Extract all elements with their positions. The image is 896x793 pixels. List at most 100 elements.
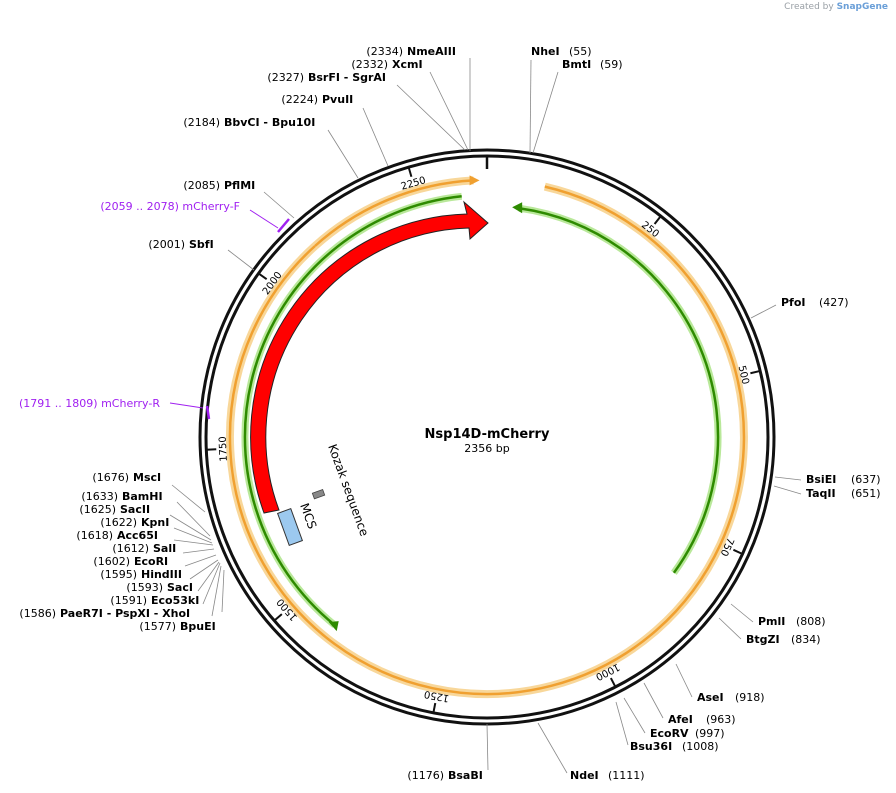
site-label-btgzi[interactable]: BtgZI(834): [746, 633, 821, 646]
site-label-asei[interactable]: AseI(918): [697, 691, 765, 704]
site-label-taqii[interactable]: TaqII(651): [806, 487, 881, 500]
site-position: (1591): [110, 594, 147, 607]
site-position: (1111): [608, 769, 645, 782]
site-leader-line: [623, 697, 646, 734]
site-leader-line: [184, 554, 217, 567]
site-leader-line: [176, 501, 211, 537]
site-position: (2327): [267, 71, 304, 84]
scale-tick-label: 500: [736, 364, 751, 385]
green-arc-left-arrowhead: [328, 621, 339, 632]
site-label-paer7i-pspxi-xhoi[interactable]: (1586)PaeR7I - PspXI - XhoI: [19, 607, 190, 620]
site-name: BtgZI: [746, 633, 780, 646]
site-label-bbvci-bpu10i[interactable]: (2184)BbvCI - Bpu10I: [183, 116, 315, 129]
site-label-bsu36i[interactable]: Bsu36I(1008): [630, 740, 719, 753]
kozak-feature-box[interactable]: [311, 488, 326, 500]
site-position: (59): [600, 58, 623, 71]
site-label-bsrfi-sgrai[interactable]: (2327)BsrFI - SgrAI: [267, 71, 386, 84]
site-label-msci[interactable]: (1676)MscI: [92, 471, 161, 484]
site-name: BsiEI: [806, 473, 836, 486]
credit-prefix: Created by: [784, 2, 834, 12]
site-name: BamHI: [122, 490, 163, 503]
site-leader-line: [197, 561, 220, 592]
site-label-pvuii[interactable]: (2224)PvuII: [281, 93, 353, 106]
site-label-bsiei[interactable]: BsiEI(637): [806, 473, 881, 486]
site-leader-line: [327, 129, 359, 179]
site-leader-line: [263, 191, 295, 219]
site-name: EcoRI: [134, 555, 168, 568]
site-name: BmtI: [562, 58, 591, 71]
site-leader-line: [615, 701, 629, 746]
site-name: Eco53kI: [151, 594, 199, 607]
site-label-bmti[interactable]: BmtI (59): [562, 58, 623, 71]
orange-arc-main[interactable]: [228, 185, 746, 696]
site-name: SbfI: [189, 238, 214, 251]
site-name: EcoRV: [650, 727, 689, 740]
site-leader-line: [189, 559, 219, 580]
site-position: (1586): [19, 607, 56, 620]
site-name: MscI: [133, 471, 161, 484]
site-name: PmlI: [758, 615, 785, 628]
site-label-sali[interactable]: (1612)SalI: [112, 542, 176, 555]
site-label-sacii[interactable]: (1625)SacII: [79, 503, 150, 516]
site-name: TaqII: [806, 487, 836, 500]
site-leader-line: [643, 682, 664, 719]
site-label-nhei[interactable]: NheI(55): [531, 45, 592, 58]
primer-label: (2059 .. 2078) mCherry-F: [100, 200, 240, 213]
snapgene-logo-text: SnapGene: [836, 2, 888, 12]
scale-tick: [732, 548, 743, 555]
site-leader-line: [730, 603, 754, 623]
primer-mcherry-f[interactable]: (2059 .. 2078) mCherry-F: [100, 200, 290, 233]
plasmid-name: Nsp14D-mCherry: [425, 427, 550, 442]
site-label-nmeaiii[interactable]: (2334)NmeAIII: [366, 45, 456, 58]
site-leader-line: [173, 539, 214, 546]
scale-tick: [257, 272, 268, 281]
site-label-acc65i[interactable]: (1618)Acc65I: [76, 529, 158, 542]
primer-mcherry-r[interactable]: (1791 .. 1809) mCherry-R: [19, 397, 211, 420]
orange-arc-arrowhead: [469, 175, 480, 186]
site-label-bsabi[interactable]: (1176)BsaBI: [407, 769, 482, 782]
site-name: PflMI: [224, 179, 255, 192]
green-arc-right-arrowhead: [512, 202, 523, 214]
scale-tick: [750, 369, 761, 375]
site-label-ecori[interactable]: (1602) EcoRI: [93, 555, 168, 568]
site-label-bpuei[interactable]: (1577)BpuEI: [139, 620, 215, 633]
site-leader-line: [529, 59, 532, 154]
site-position: (808): [796, 615, 826, 628]
mcs-feature-box[interactable]: [276, 507, 304, 547]
labels-layer: NheI(55)BmtI (59) PfoI(427) BsiEI(637)TaqII…: [19, 45, 881, 782]
site-label-pfoi[interactable]: PfoI(427): [781, 296, 849, 309]
site-name: AseI: [697, 691, 724, 704]
scale-tick: [432, 702, 437, 714]
site-name: PvuII: [322, 93, 353, 106]
site-label-ecorv[interactable]: EcoRV(997): [650, 727, 725, 740]
site-name: KpnI: [141, 516, 169, 529]
site-position: (1602): [93, 555, 130, 568]
scale-tick: [609, 677, 617, 688]
orange-arc-top[interactable]: [314, 179, 474, 247]
snapgene-credit: Created by SnapGene: [784, 2, 888, 12]
site-label-afei[interactable]: AfeI(963): [668, 713, 736, 726]
site-leader-line: [718, 617, 742, 640]
site-name: NmeAIII: [407, 45, 456, 58]
mcs-feature-label: MCS: [297, 501, 319, 531]
site-label-kpni[interactable]: (1622)KpnI: [100, 516, 169, 529]
site-label-bamhi[interactable]: (1633)BamHI: [81, 490, 162, 503]
site-label-pmli[interactable]: PmlI (808): [758, 615, 826, 628]
site-label-ndei[interactable]: NdeI(1111): [570, 769, 645, 782]
site-label-xcmi[interactable]: (2332)XcmI: [351, 58, 422, 71]
site-label-pflmi[interactable]: (2085)PflMI: [183, 179, 255, 192]
site-leader-line: [773, 485, 802, 495]
scale-tick: [407, 166, 413, 178]
site-leader-line: [362, 107, 389, 167]
site-label-hindiii[interactable]: (1595)HindIII: [100, 568, 182, 581]
green-arc-right[interactable]: [518, 206, 720, 574]
site-leader-line: [171, 484, 206, 513]
site-label-eco53ki[interactable]: (1591) Eco53kI: [110, 594, 199, 607]
kozak-feature-label: Kozak sequence: [325, 442, 371, 538]
site-label-sbfi[interactable]: (2001)SbfI: [148, 238, 213, 251]
site-label-saci[interactable]: (1593)SacI: [126, 581, 193, 594]
site-leader-line: [396, 84, 466, 151]
mcherry-feature-arrow[interactable]: [250, 200, 489, 514]
green-arc-left[interactable]: [243, 195, 462, 627]
